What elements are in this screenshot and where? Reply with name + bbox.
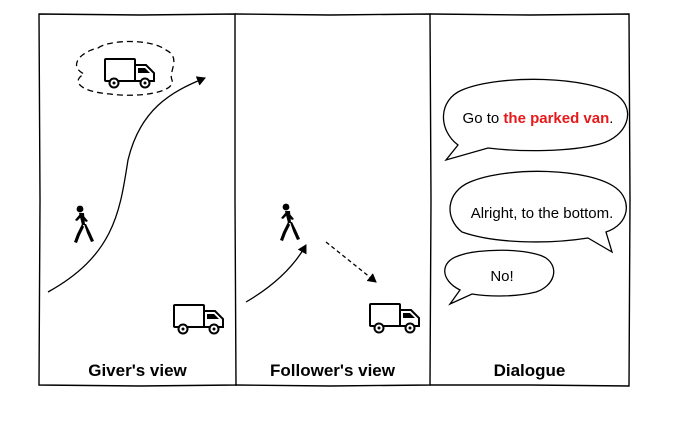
van-icon	[369, 303, 420, 334]
panel-follower-frame	[234, 13, 432, 387]
bubble-1-highlight: the parked van	[503, 110, 610, 127]
panel-dialogue-frame	[429, 13, 631, 387]
caption-follower: Follower's view	[270, 361, 395, 380]
follower-view-panel	[245, 203, 420, 334]
speech-bubble-2	[449, 170, 627, 254]
speech-bubble-1	[442, 78, 629, 162]
imagined-location-cloud	[76, 40, 175, 96]
dialogue-panel	[442, 78, 629, 306]
van-icon	[104, 58, 155, 89]
bubble-1-prefix: Go to	[462, 110, 504, 127]
caption-giver: Giver's view	[88, 361, 187, 380]
pedestrian-icon	[280, 203, 300, 241]
pedestrian-icon	[74, 205, 94, 243]
path-arrow	[47, 76, 206, 293]
giver-view-panel	[47, 40, 224, 335]
bubble-3-text: No!	[490, 268, 514, 285]
speech-bubble-3	[444, 249, 555, 306]
caption-dialogue: Dialogue	[493, 361, 566, 380]
bubble-1-suffix: .	[609, 110, 614, 127]
bubble-2-text: Alright, to the bottom.	[470, 205, 614, 222]
van-icon	[173, 304, 224, 335]
followed-path-arrow	[245, 244, 307, 303]
bubble-1-text: Go to the parked van.	[448, 110, 628, 127]
intended-path-arrow	[325, 241, 377, 283]
